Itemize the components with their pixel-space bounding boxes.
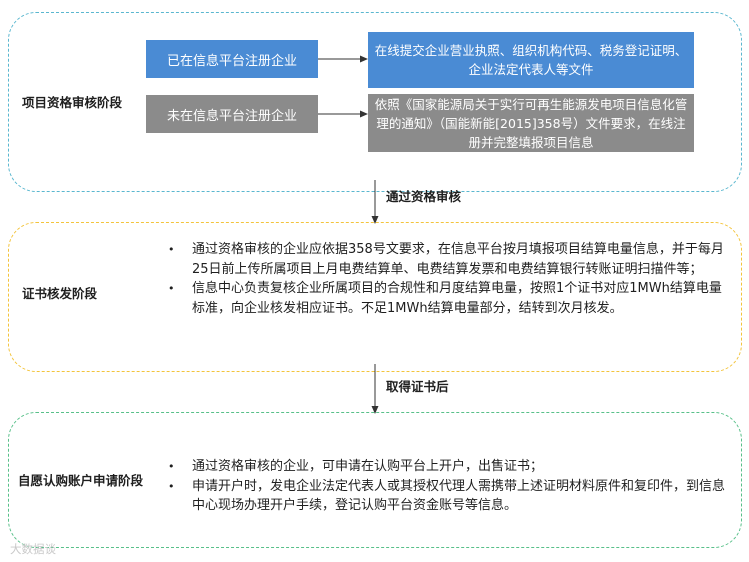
stage3-bullet: 通过资格审核的企业，可申请在认购平台上开户，出售证书； [168, 457, 728, 477]
connector1-arrow-icon [371, 180, 379, 224]
stage2-bullet: 信息中心负责复核企业所属项目的合规性和月度结算电量，按照1个证书对应1MWh结算… [168, 279, 734, 318]
connector2-arrow-icon [371, 364, 379, 414]
stage3-title: 自愿认购账户申请阶段 [18, 473, 144, 488]
registered-action-box: 在线提交企业营业执照、组织机构代码、税务登记证明、企业法定代表人等文件 [368, 32, 694, 88]
stage2-bullet-list: 通过资格审核的企业应依据358号文要求，在信息平台按月填报项目结算电量信息，并于… [168, 240, 734, 318]
connector1-label: 通过资格审核 [386, 189, 462, 204]
registered-arrow-icon [318, 55, 368, 63]
connector2-label: 取得证书后 [386, 379, 449, 394]
registered-enterprise-box: 已在信息平台注册企业 [146, 40, 318, 78]
unregistered-arrow-icon [318, 110, 368, 118]
stage1-title: 项目资格审核阶段 [22, 95, 123, 110]
unregistered-action-box: 依照《国家能源局关于实行可再生能源发电项目信息化管理的通知》（国能新能[2015… [368, 94, 694, 152]
unregistered-enterprise-box: 未在信息平台注册企业 [146, 95, 318, 133]
watermark: 大数据谈 [10, 542, 56, 556]
stage3-bullet: 申请开户时，发电企业法定代表人或其授权代理人需携带上述证明材料原件和复印件，到信… [168, 477, 728, 516]
stage3-bullet-list: 通过资格审核的企业，可申请在认购平台上开户，出售证书； 申请开户时，发电企业法定… [168, 457, 728, 516]
stage2-title: 证书核发阶段 [22, 286, 98, 301]
stage3-panel [8, 412, 742, 548]
stage2-bullet: 通过资格审核的企业应依据358号文要求，在信息平台按月填报项目结算电量信息，并于… [168, 240, 734, 279]
